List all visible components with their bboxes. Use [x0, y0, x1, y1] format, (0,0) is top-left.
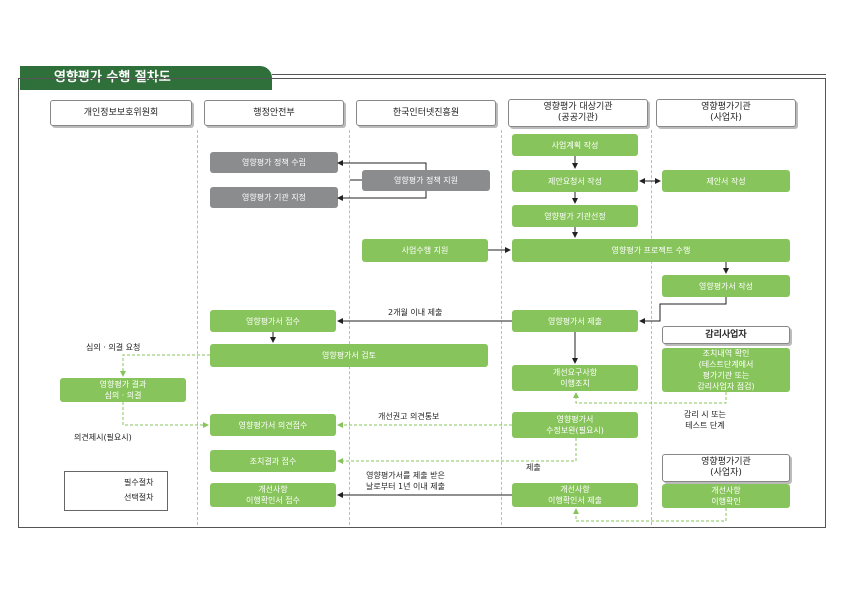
proposal-box: 제안서 작성 [662, 170, 790, 192]
column-head-pipc: 개인정보보호위원회 [50, 100, 192, 126]
project-support-box: 사업수행 지원 [362, 239, 488, 262]
committee-result-box: 영향평가 결과 심의 · 의결 [60, 378, 186, 402]
action-receipt-box: 조치결과 접수 [210, 450, 336, 472]
rfp-box: 제안요청서 작성 [512, 170, 638, 192]
column-head-mois: 행정안전부 [204, 100, 344, 126]
column-head-assessor: 영향평가기관 (사업자) [656, 99, 796, 127]
policy-setting-box: 영향평가 정책 수립 [210, 152, 338, 173]
audit-or-test-label: 감리 시 또는 테스트 단계 [684, 410, 726, 430]
policy-support-box: 영향평가 정책 지원 [362, 170, 490, 191]
opinion-submit-label: 의견제시(필요시) [74, 433, 132, 442]
one-year-label: 영향평가서를 제출 받은 날로부터 1년 이내 제출 [366, 471, 445, 491]
improvement-notice-label: 개선권고 의견통보 [378, 412, 440, 421]
column-head-kisa: 한국인터넷진흥원 [356, 100, 496, 126]
lane-divider [197, 130, 198, 525]
legend-optional: 선택절차 [124, 493, 154, 502]
project-execution-box: 영향평가 프로젝트 수행 [512, 239, 790, 262]
institution-selection-box: 영향평가 기관선정 [512, 205, 638, 227]
report-writing-box: 영향평가서 작성 [662, 275, 790, 297]
deliberation-request-label: 심의 · 의결 요청 [86, 343, 141, 352]
column-head-target-agency: 영향평가 대상기관 (공공기관) [508, 99, 648, 127]
improvement-action-box: 개선요구사항 이행조치 [512, 365, 638, 391]
confirm-submit-box: 개선사항 이행확인서 제출 [512, 483, 638, 507]
lane-divider [501, 130, 502, 525]
institution-designation-box: 영향평가 기관 지정 [210, 187, 338, 208]
title-rule [272, 74, 826, 75]
audit-company-head: 감리사업자 [662, 326, 790, 344]
opinion-receipt-box: 영향평가서 의견접수 [210, 414, 336, 436]
report-receipt-box: 영향평가서 접수 [210, 310, 336, 332]
legend [64, 471, 168, 511]
report-revision-box: 영향평가서 수정보완(필요시) [512, 412, 638, 438]
project-plan-box: 사업계획 작성 [512, 134, 638, 156]
legend-required: 필수절차 [124, 478, 154, 487]
lane-divider [349, 130, 350, 525]
confirm-issue-box: 개선사항 이행확인 [662, 484, 790, 508]
audit-check-box: 조치내역 확인 (테스트단계에서 평가기관 또는 감리사업자 점검) [662, 348, 790, 392]
confirm-receipt-box: 개선사항 이행확인서 접수 [210, 483, 336, 507]
diagram-frame [18, 78, 826, 528]
submit-label: 제출 [526, 463, 541, 472]
assessor-company-head: 영향평가기관 (사업자) [662, 454, 790, 482]
two-months-label: 2개월 이내 제출 [388, 308, 443, 317]
report-review-box: 영향평가서 검토 [210, 344, 488, 367]
report-submit-box: 영향평가서 제출 [512, 310, 638, 332]
lane-divider [651, 130, 652, 525]
